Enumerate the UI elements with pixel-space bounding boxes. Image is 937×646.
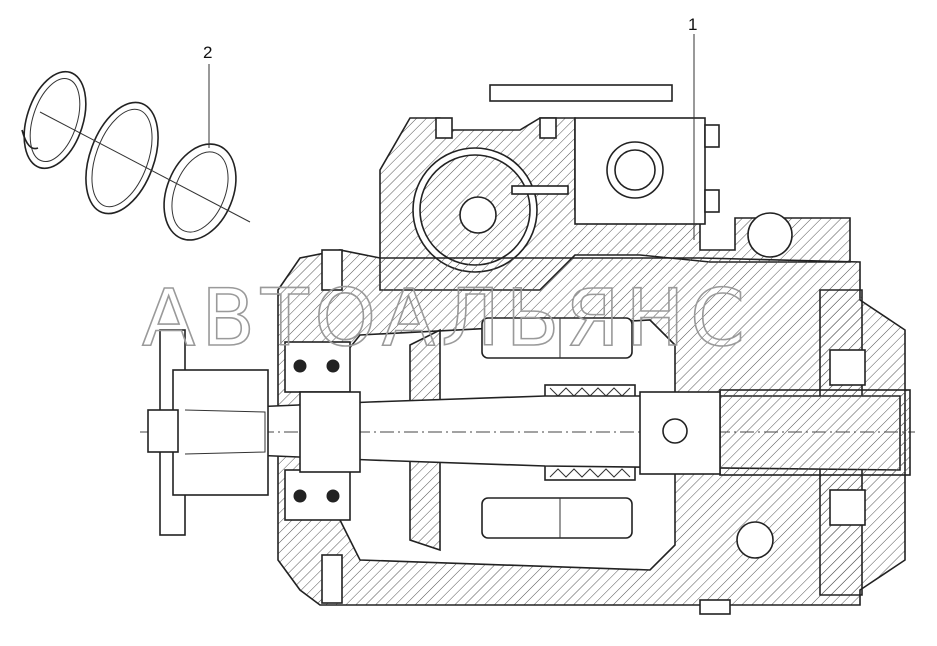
o-ring [85, 101, 159, 215]
control-plate [489, 84, 673, 102]
callout-2: 2 [203, 43, 212, 62]
pump-assembly [140, 34, 915, 615]
control-valve-block [574, 117, 706, 225]
snap-ring [23, 70, 87, 170]
seal-ring-group [21, 64, 251, 241]
seal-ring [163, 143, 237, 241]
upper-piston [481, 317, 633, 359]
housing-bolt [321, 249, 343, 291]
watermark: АВТОАЛЬЯНС [142, 274, 751, 364]
lower-piston [481, 497, 633, 539]
callout-1: 1 [688, 15, 697, 34]
seal-axis-line [39, 111, 251, 223]
rear-coupling [719, 389, 911, 476]
